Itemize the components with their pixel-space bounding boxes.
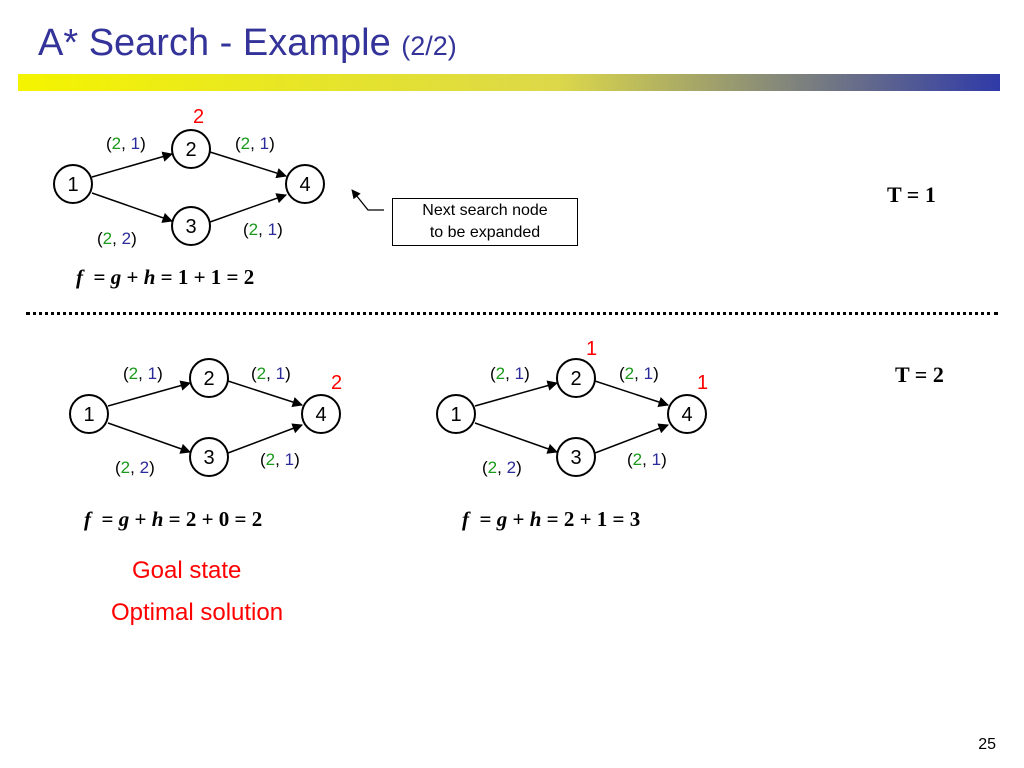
t2r-node-4: 4 xyxy=(667,394,707,434)
callout-line-2: to be expanded xyxy=(429,224,541,241)
t2l-edge-2-4 xyxy=(227,380,303,408)
t1-edge-3-4 xyxy=(209,193,287,223)
t2r-node-1: 1 xyxy=(436,394,476,434)
t2r-edge-1-3 xyxy=(474,422,558,454)
page-number: 25 xyxy=(978,736,996,753)
t1-label-e12: (2, 1) xyxy=(106,134,146,153)
t1-node-4: 4 xyxy=(285,164,325,204)
svg-text:2: 2 xyxy=(570,368,581,390)
t2l-edge-1-2 xyxy=(107,380,192,407)
section-divider xyxy=(26,312,998,315)
svg-text:1: 1 xyxy=(83,404,94,426)
title-main: A* Search - Example xyxy=(38,22,391,64)
t2r-edge-3-4 xyxy=(594,423,669,454)
title-suffix: (2/2) xyxy=(401,31,457,61)
t2r-edge-2-4 xyxy=(594,380,669,408)
t2-time-label: T = 2 xyxy=(895,362,944,387)
svg-text:3: 3 xyxy=(185,216,196,238)
t2r-side-value: 1 xyxy=(697,372,709,394)
t2l-label-e13: (2, 2) xyxy=(115,458,155,477)
t1-node-1: 1 xyxy=(53,164,93,204)
svg-text:1: 1 xyxy=(450,404,461,426)
t2l-edge-3-4 xyxy=(227,423,303,454)
slide-title: A* Search - Example (2/2) xyxy=(38,22,457,65)
t1-node-3: 3 xyxy=(171,206,211,246)
callout-box: Next search node to be expanded xyxy=(392,198,578,246)
t2r-node-3: 3 xyxy=(556,437,596,477)
t2r-top-value: 1 xyxy=(586,338,598,360)
t2l-label-e34: (2, 1) xyxy=(260,450,300,469)
t2l-edge-1-3 xyxy=(107,422,191,454)
t1-node-2: 2 xyxy=(171,129,211,169)
svg-text:2: 2 xyxy=(203,368,214,390)
callout-line-1: Next search node xyxy=(422,202,548,219)
t1-label-e24: (2, 1) xyxy=(235,134,275,153)
t2l-node-4: 4 xyxy=(301,394,341,434)
svg-text:4: 4 xyxy=(315,404,326,426)
t1-edge-1-2 xyxy=(91,151,174,178)
t1-edge-2-4 xyxy=(209,151,288,179)
t2r-label-e13: (2, 2) xyxy=(482,458,522,477)
svg-text:3: 3 xyxy=(203,447,214,469)
svg-text:2: 2 xyxy=(185,139,196,161)
t1-label-e13: (2, 2) xyxy=(97,229,137,248)
t2r-label-e24: (2, 1) xyxy=(619,364,659,383)
t2r-node-2: 2 xyxy=(556,358,596,398)
callout-pointer-line xyxy=(351,189,384,211)
t1-edge-1-3 xyxy=(91,192,173,223)
t2l-f-value: 2 xyxy=(331,372,343,394)
t1-time-label: T = 1 xyxy=(887,182,936,207)
goal-state-label: Goal state xyxy=(132,557,242,584)
t2l-node-3: 3 xyxy=(189,437,229,477)
svg-text:1: 1 xyxy=(67,174,78,196)
svg-text:4: 4 xyxy=(299,174,310,196)
optimal-solution-label: Optimal solution xyxy=(111,599,284,626)
t2r-label-e34: (2, 1) xyxy=(627,450,667,469)
t2r-edge-1-2 xyxy=(474,380,559,407)
t2l-formula: f = g + h = 2 + 0 = 2 xyxy=(84,507,263,531)
svg-text:4: 4 xyxy=(681,404,692,426)
title-underline-bar xyxy=(18,74,1000,91)
t1-formula: f = g + h = 1 + 1 = 2 xyxy=(76,265,255,289)
t2l-node-2: 2 xyxy=(189,358,229,398)
t2l-node-1: 1 xyxy=(69,394,109,434)
t2r-label-e12: (2, 1) xyxy=(490,364,530,383)
t1-f-value: 2 xyxy=(193,106,205,128)
t2l-label-e12: (2, 1) xyxy=(123,364,163,383)
t2l-label-e24: (2, 1) xyxy=(251,364,291,383)
t2r-formula: f = g + h = 2 + 1 = 3 xyxy=(462,507,641,531)
t1-label-e34: (2, 1) xyxy=(243,220,283,239)
svg-text:3: 3 xyxy=(570,447,581,469)
